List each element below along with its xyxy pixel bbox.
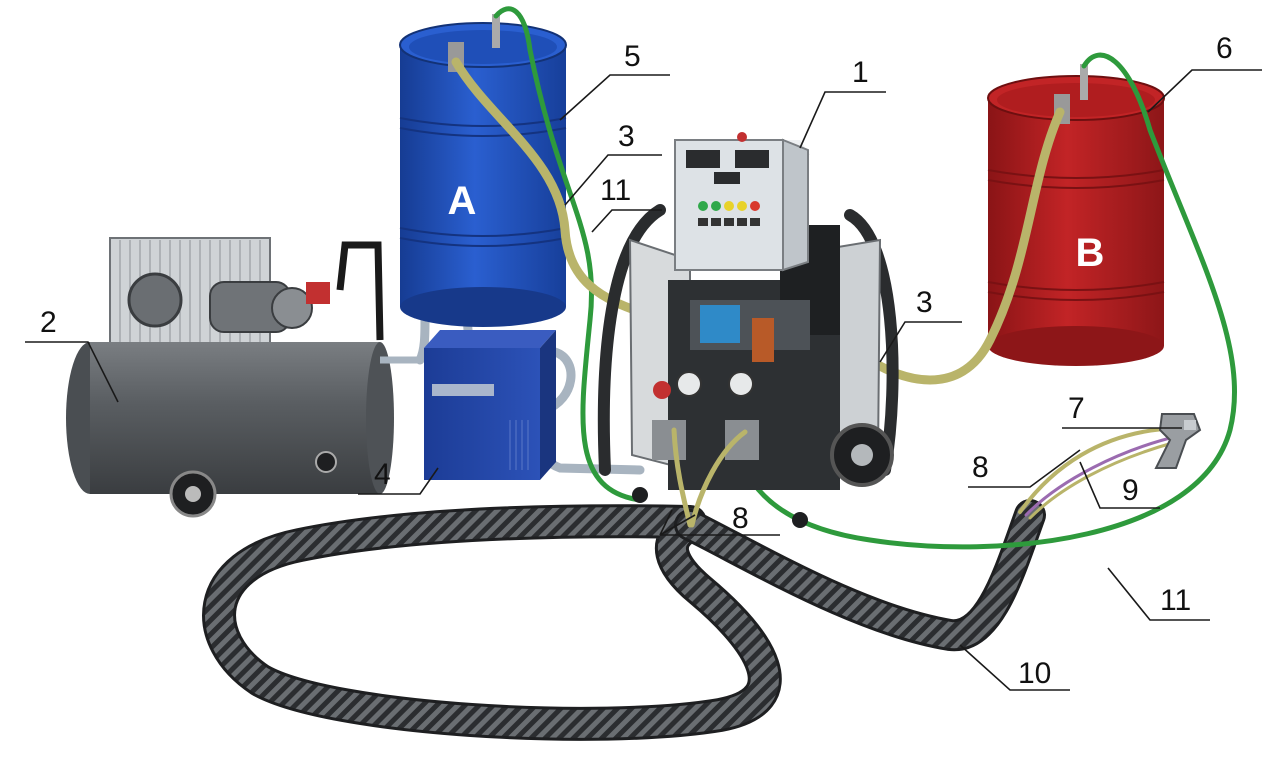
callout-2: 2 [40, 306, 57, 339]
dryer-unit-icon [424, 330, 556, 480]
air-compressor-icon [66, 237, 420, 518]
callout-5: 5 [624, 40, 641, 73]
callout-1: 1 [852, 56, 869, 89]
leader-lines [25, 69, 1262, 691]
callout-8-bottom: 8 [732, 502, 749, 535]
outlet-hoses [671, 426, 1182, 528]
callout-9: 9 [1122, 474, 1139, 507]
callout-11-top: 11 [600, 174, 631, 207]
callout-10: 10 [1018, 657, 1051, 690]
drum-b-label: B [1076, 231, 1105, 275]
callout-3-right: 3 [916, 286, 933, 319]
callout-11-bottom: 11 [1160, 584, 1191, 617]
callout-4: 4 [374, 458, 391, 491]
spray-machine-icon [597, 132, 899, 528]
callout-6: 6 [1216, 32, 1233, 65]
callout-8-right: 8 [972, 451, 989, 484]
callout-labels: 1 2 3 3 4 5 6 7 8 8 9 10 11 11 [40, 32, 1233, 690]
braided-hose-10 [202, 499, 1046, 741]
callout-7: 7 [1068, 392, 1085, 425]
callout-3-left: 3 [618, 120, 635, 153]
drum-a-label: A [448, 179, 477, 223]
drum-b: B [987, 64, 1165, 366]
green-hoses-11 [493, 6, 1238, 550]
yellow-hoses-3 [451, 57, 1065, 385]
